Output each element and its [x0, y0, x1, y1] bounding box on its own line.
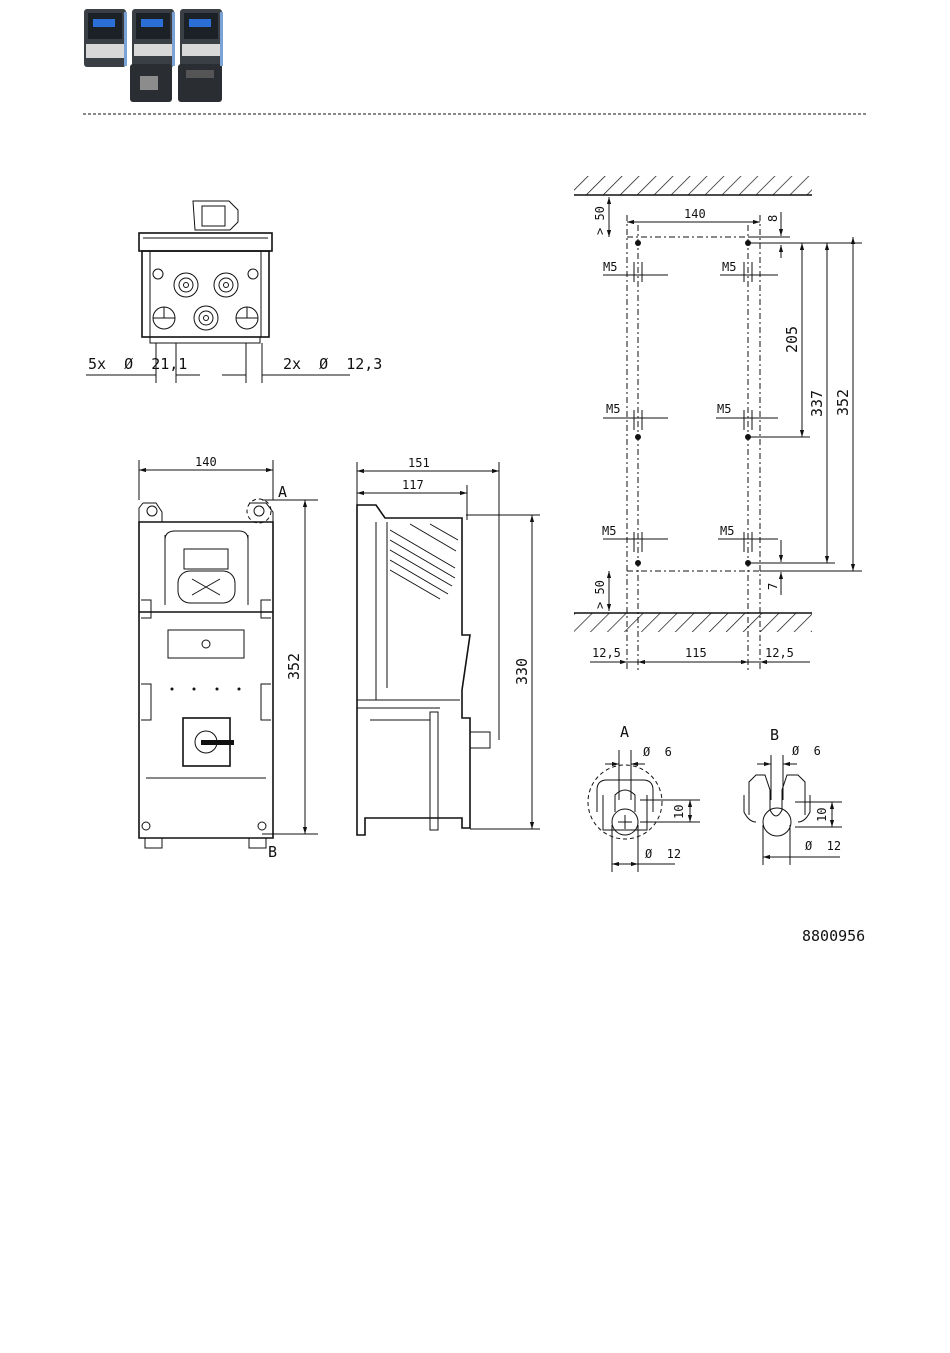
- holes-large-label: 5x Ø 21,1: [88, 355, 187, 373]
- product-image-2: [130, 9, 175, 102]
- dim-205-label: 205: [783, 326, 801, 353]
- product-image-3: [178, 9, 223, 102]
- front-height-label: 352: [285, 653, 303, 680]
- hole-spacing-label: 140: [684, 207, 706, 221]
- left-margin-label: 12,5: [592, 646, 621, 660]
- product-image-1: [84, 9, 127, 67]
- screw-label-5: M5: [602, 524, 616, 538]
- bottom-offset-label: 7: [766, 583, 780, 590]
- drawing-number: 8800956: [802, 927, 865, 945]
- detail-a-marker: A: [278, 483, 287, 501]
- detail-b-d-large: Ø 12: [805, 839, 841, 853]
- dim-352-label: 352: [834, 389, 852, 416]
- dim-337-label: 337: [808, 390, 826, 417]
- screw-label-3: M5: [606, 402, 620, 416]
- detail-a-title: A: [620, 723, 629, 741]
- detail-b-depth: 10: [815, 808, 829, 822]
- detail-b-d-small: Ø 6: [792, 744, 821, 758]
- top-offset-label: 8: [766, 215, 780, 222]
- side-height-label: 330: [513, 658, 531, 685]
- screw-label-1: M5: [603, 260, 617, 274]
- mounting-diagram: [574, 176, 862, 670]
- detail-a-d-large: Ø 12: [645, 847, 681, 861]
- side-view: [357, 462, 540, 835]
- detail-a-d-small: Ø 6: [643, 745, 672, 759]
- detail-b-title: B: [770, 726, 779, 744]
- clearance-top-label: > 50: [593, 206, 607, 235]
- center-distance-label: 115: [685, 646, 707, 660]
- screw-label-2: M5: [722, 260, 736, 274]
- screw-label-6: M5: [720, 524, 734, 538]
- detail-a-depth: 10: [672, 805, 686, 819]
- clearance-bottom-label: > 50: [593, 580, 607, 609]
- side-depth-body-label: 117: [402, 478, 424, 492]
- front-width-label: 140: [195, 455, 217, 469]
- detail-b-marker: B: [268, 843, 277, 861]
- right-margin-label: 12,5: [765, 646, 794, 660]
- holes-small-label: 2x Ø 12,3: [283, 355, 382, 373]
- screw-label-4: M5: [717, 402, 731, 416]
- side-depth-total-label: 151: [408, 456, 430, 470]
